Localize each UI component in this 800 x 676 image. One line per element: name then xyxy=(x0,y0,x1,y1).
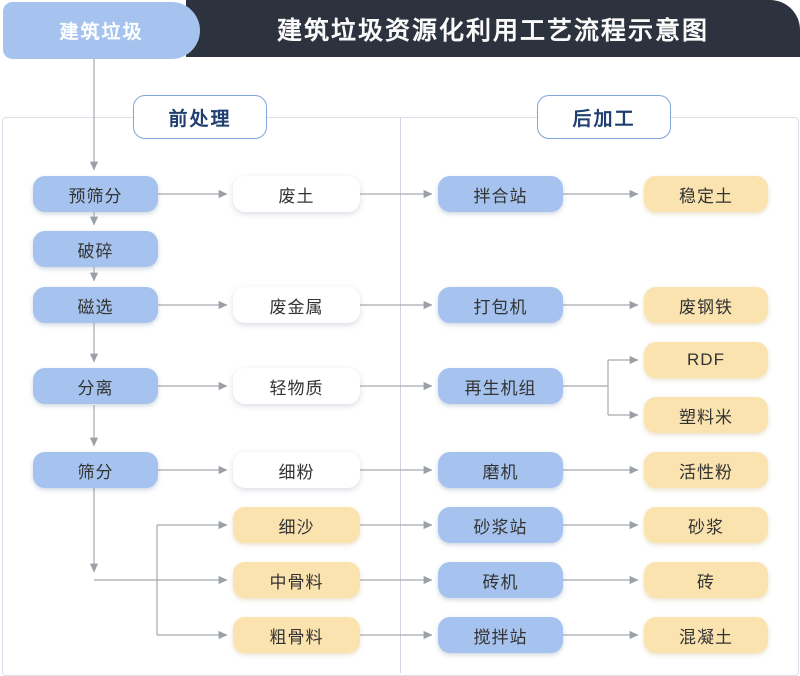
node-coarse-aggregate: 粗骨料 xyxy=(233,617,360,653)
node-waste-soil: 废土 xyxy=(233,176,360,212)
section-label-pre-text: 前处理 xyxy=(168,108,232,130)
node-plastic-pellets: 塑料米 xyxy=(644,397,768,433)
node-concrete-mixing-plant: 搅拌站 xyxy=(438,617,563,653)
node-concrete: 混凝土 xyxy=(644,617,768,653)
node-baler: 打包机 xyxy=(438,287,563,323)
node-scrap-steel: 废钢铁 xyxy=(644,287,768,323)
node-recycling-unit: 再生机组 xyxy=(438,368,563,404)
section-label-post-text: 后加工 xyxy=(572,108,636,130)
node-medium-aggregate: 中骨料 xyxy=(233,562,360,598)
node-separation: 分离 xyxy=(33,368,158,404)
page-title: 建筑垃圾资源化利用工艺流程示意图 xyxy=(276,16,709,45)
node-mill: 磨机 xyxy=(438,452,563,488)
node-waste-metal: 废金属 xyxy=(233,287,360,323)
node-activated-powder: 活性粉 xyxy=(644,452,768,488)
node-pre-screening: 预筛分 xyxy=(33,176,158,212)
node-fine-sand: 细沙 xyxy=(233,507,360,543)
node-fine-powder: 细粉 xyxy=(233,452,360,488)
node-stabilized-soil: 稳定土 xyxy=(644,176,768,212)
panel-divider xyxy=(400,118,401,673)
node-mortar: 砂浆 xyxy=(644,507,768,543)
node-light-material: 轻物质 xyxy=(233,368,360,404)
source-tab-label: 建筑垃圾 xyxy=(59,22,144,43)
node-mortar-plant: 砂浆站 xyxy=(438,507,563,543)
node-rdf: RDF xyxy=(644,342,768,378)
node-brick-machine: 砖机 xyxy=(438,562,563,598)
section-label-pre-processing: 前处理 xyxy=(133,95,267,139)
node-brick: 砖 xyxy=(644,562,768,598)
section-label-post-processing: 后加工 xyxy=(537,95,671,139)
node-construction-waste: 建筑垃圾 xyxy=(3,2,200,59)
node-screening: 筛分 xyxy=(33,452,158,488)
node-mixing-plant: 拌合站 xyxy=(438,176,563,212)
node-magnetic-separation: 磁选 xyxy=(33,287,158,323)
header-bar: 建筑垃圾资源化利用工艺流程示意图 xyxy=(186,0,800,57)
node-crushing: 破碎 xyxy=(33,231,158,267)
